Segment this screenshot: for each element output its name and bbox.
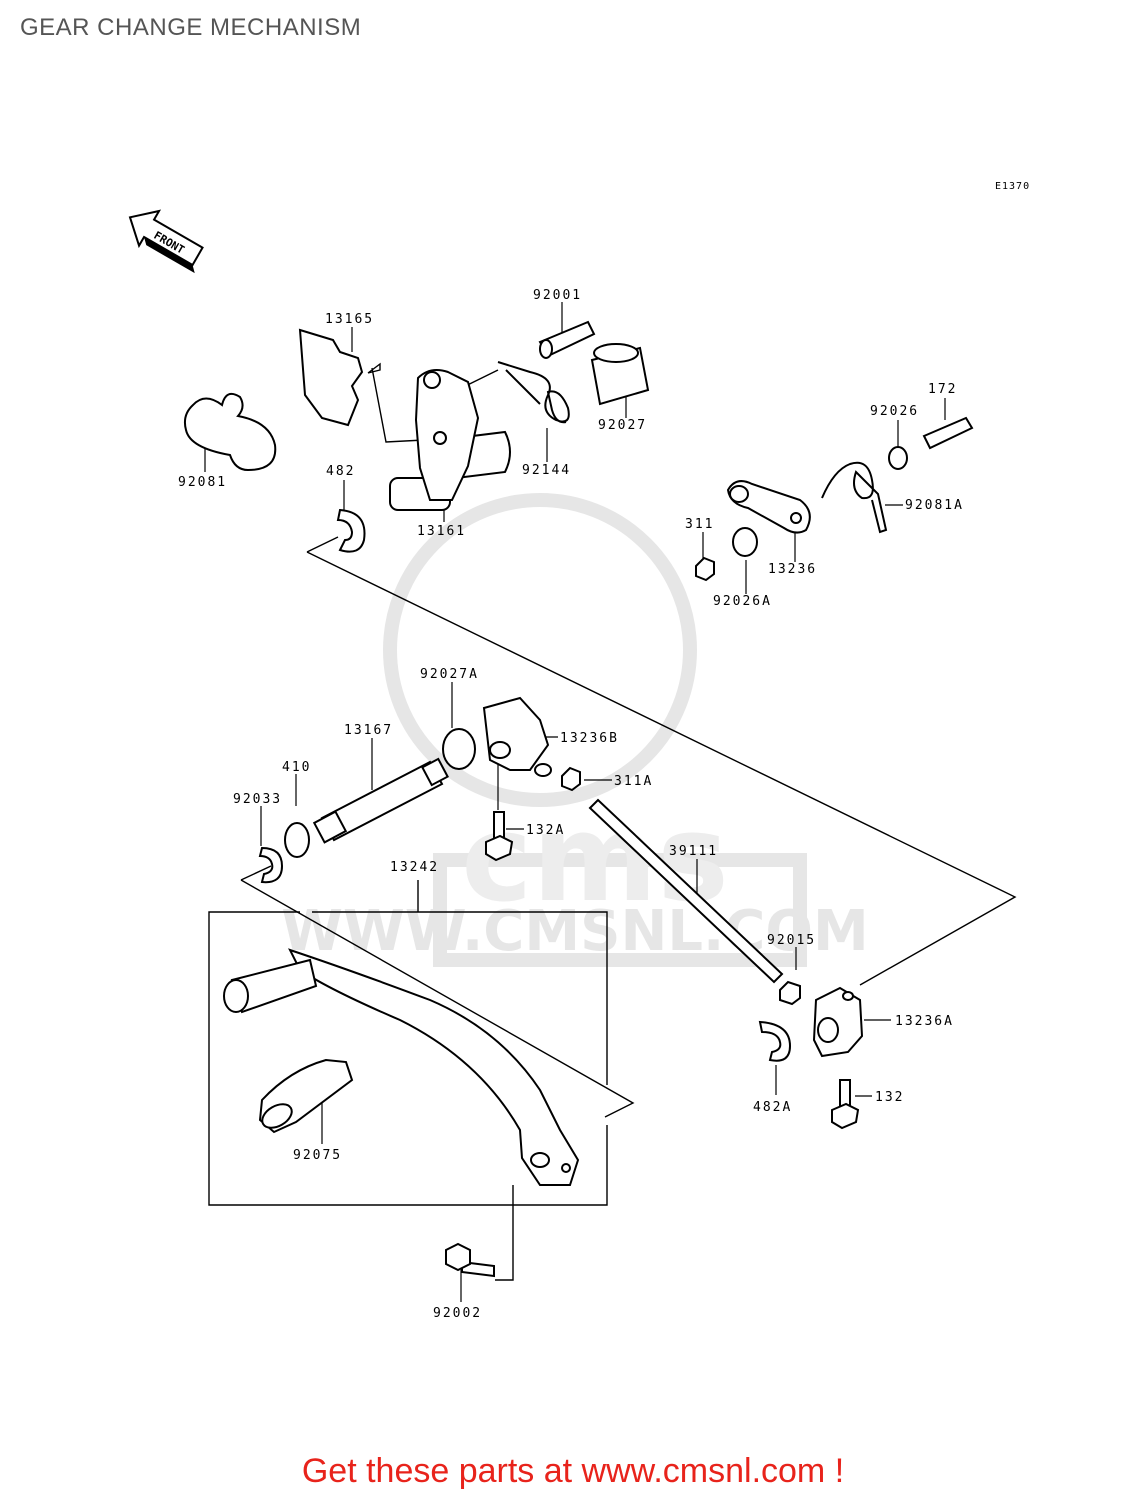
label-482: 482 xyxy=(326,464,355,479)
watermark: WWW.CMSNL.COM cms xyxy=(281,493,869,967)
clip-482-icon[interactable] xyxy=(336,508,366,553)
label-132a: 132A xyxy=(526,823,565,838)
arm-13236b-icon[interactable] xyxy=(482,696,552,777)
plate-13165-icon[interactable] xyxy=(298,328,364,427)
label-39111: 39111 xyxy=(669,844,718,859)
washer-92026a-icon[interactable] xyxy=(732,527,758,557)
page-title: GEAR CHANGE MECHANISM xyxy=(20,14,362,41)
label-13167: 13167 xyxy=(344,723,393,738)
label-13236a: 13236A xyxy=(895,1014,954,1029)
label-92027: 92027 xyxy=(598,418,647,433)
o-ring-92081-icon[interactable] xyxy=(183,392,277,472)
label-92081a: 92081A xyxy=(905,498,964,513)
bolt-92002-icon[interactable] xyxy=(445,1242,495,1278)
reference-lines xyxy=(208,362,1017,1281)
label-132: 132 xyxy=(875,1090,904,1105)
clip-482a-icon[interactable] xyxy=(758,1020,792,1062)
circlip-92033-icon[interactable] xyxy=(258,846,284,884)
label-92026: 92026 xyxy=(870,404,919,419)
nut-311-icon[interactable] xyxy=(695,556,715,582)
label-13236b: 13236B xyxy=(560,731,619,746)
rod-39111-icon[interactable] xyxy=(588,798,784,984)
label-92033: 92033 xyxy=(233,792,282,807)
nut-92015-icon[interactable] xyxy=(779,980,801,1006)
bolt-132-icon[interactable] xyxy=(831,1079,860,1130)
label-92027a: 92027A xyxy=(420,667,479,682)
label-92001: 92001 xyxy=(533,288,582,303)
label-92002: 92002 xyxy=(433,1306,482,1321)
washer-92027a-icon[interactable] xyxy=(442,728,476,770)
label-92081: 92081 xyxy=(178,475,227,490)
pin-92001-icon[interactable] xyxy=(538,320,596,359)
arm-13236-icon[interactable] xyxy=(726,480,811,534)
label-410: 410 xyxy=(282,760,311,775)
spring-92081a-icon[interactable] xyxy=(821,461,888,534)
label-92026a: 92026A xyxy=(713,594,772,609)
watermark-text: WWW.CMSNL.COM xyxy=(281,899,868,964)
label-13236: 13236 xyxy=(768,562,817,577)
shaft-13161-icon[interactable] xyxy=(389,369,511,511)
shaft-13167-icon[interactable] xyxy=(312,757,449,844)
pedal-13242-icon[interactable] xyxy=(223,948,580,1186)
front-arrow-icon: FRONT xyxy=(128,209,204,274)
footer-link[interactable]: Get these parts at www.cmsnl.com ! xyxy=(301,1452,845,1490)
label-92015: 92015 xyxy=(767,933,816,948)
clamp-13236a-icon[interactable] xyxy=(812,986,864,1058)
washer-410-icon[interactable] xyxy=(284,822,310,858)
bolt-132a-icon[interactable] xyxy=(485,811,514,862)
label-13161: 13161 xyxy=(417,524,466,539)
collar-92027-icon[interactable] xyxy=(590,343,650,406)
label-13165: 13165 xyxy=(325,312,374,327)
label-172: 172 xyxy=(928,382,957,397)
label-13242: 13242 xyxy=(390,860,439,875)
stud-172-icon[interactable] xyxy=(922,416,974,450)
label-311: 311 xyxy=(685,517,714,532)
washer-92026-icon[interactable] xyxy=(888,446,908,470)
label-92075: 92075 xyxy=(293,1148,342,1163)
label-311a: 311A xyxy=(614,774,653,789)
spring-92144-icon[interactable] xyxy=(497,361,570,424)
nut-311a-icon[interactable] xyxy=(561,766,581,792)
rubber-92075-icon[interactable] xyxy=(258,1058,354,1134)
diagram-code: E1370 xyxy=(995,181,1030,192)
label-92144: 92144 xyxy=(522,463,571,478)
label-482a: 482A xyxy=(753,1100,792,1115)
